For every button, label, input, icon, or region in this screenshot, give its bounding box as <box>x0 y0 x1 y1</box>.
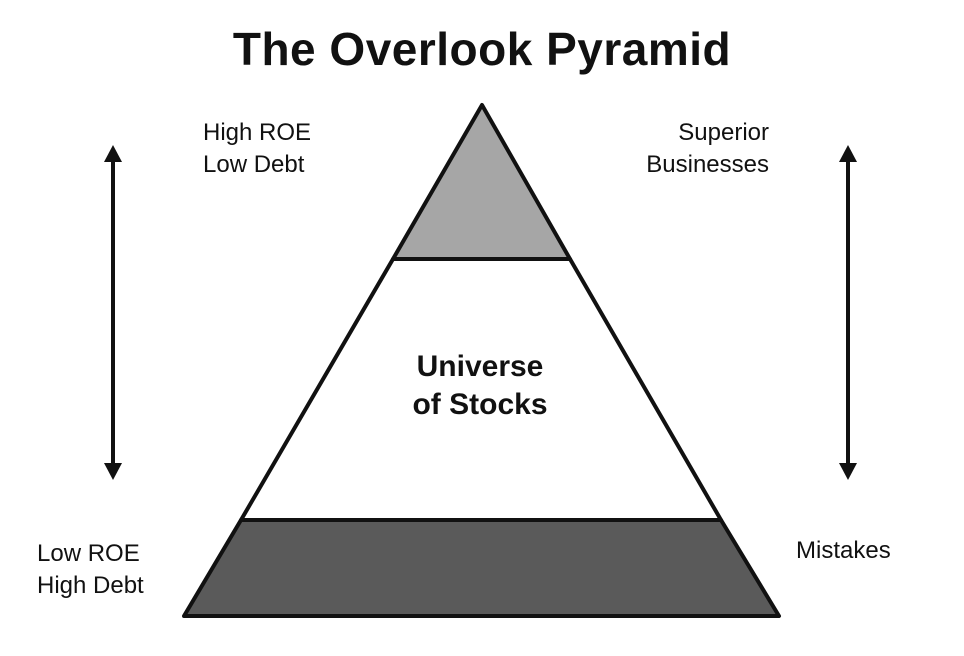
top-left-label: High ROE Low Debt <box>203 117 311 181</box>
top-left-label-line-1: High ROE <box>203 119 312 146</box>
center-label-line-1: Universe <box>416 350 544 383</box>
top-right-label: Superior Businesses <box>600 117 769 181</box>
top-right-label-line-1: Superior <box>678 119 769 146</box>
center-label: Universe of Stocks <box>330 348 630 424</box>
center-label-line-2: of Stocks <box>412 388 548 421</box>
bottom-right-label-text: Mistakes <box>796 537 891 564</box>
left-double-arrow-icon <box>104 145 122 480</box>
top-right-label-line-2: Businesses <box>646 151 769 178</box>
top-left-label-line-2: Low Debt <box>203 151 305 178</box>
bottom-left-label-line-1: Low ROE <box>37 540 140 567</box>
diagram-title: The Overlook Pyramid <box>232 23 732 75</box>
bottom-right-label: Mistakes <box>796 535 891 567</box>
bottom-left-label: Low ROE High Debt <box>37 538 144 602</box>
bottom-left-label-line-2: High Debt <box>37 572 144 599</box>
pyramid-bottom-tier <box>182 518 781 618</box>
pyramid-top-tier <box>391 103 572 261</box>
right-double-arrow-icon <box>839 145 857 480</box>
